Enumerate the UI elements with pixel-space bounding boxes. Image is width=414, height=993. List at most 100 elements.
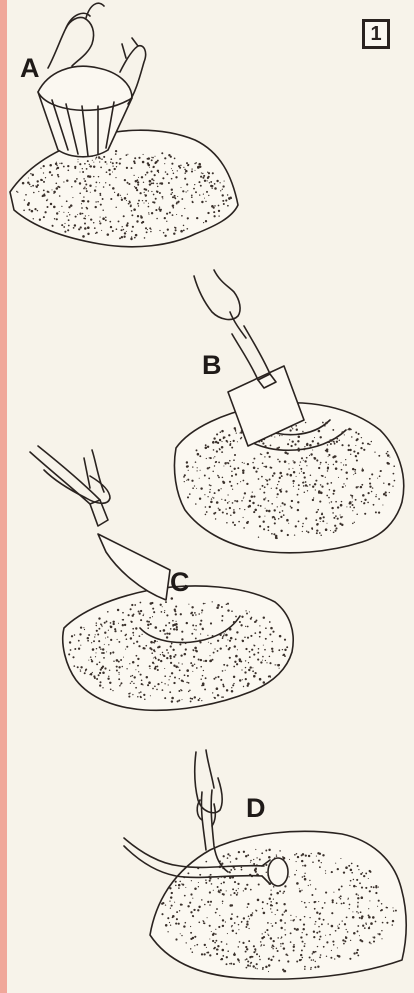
sand-dot: [95, 206, 97, 208]
sand-dot: [268, 849, 270, 851]
sand-dot: [235, 430, 236, 431]
sand-dot: [260, 505, 262, 507]
sand-dot: [222, 185, 224, 187]
sand-dot: [174, 195, 176, 197]
sand-dot: [266, 510, 268, 512]
sand-dot: [369, 890, 371, 892]
sand-dot: [245, 626, 246, 627]
sand-dot: [236, 432, 237, 433]
sand-dot: [275, 537, 278, 540]
sand-dot: [166, 173, 168, 175]
sand-dot: [275, 664, 276, 665]
sand-dot: [232, 930, 234, 932]
sand-dot: [95, 634, 96, 635]
sand-dot: [183, 476, 185, 478]
sand-dot: [113, 661, 114, 662]
sand-dot: [143, 647, 145, 649]
sand-dot: [381, 930, 382, 931]
sand-dot: [252, 491, 253, 492]
sand-dot: [191, 480, 193, 482]
sand-dot: [327, 523, 328, 524]
sand-dot: [112, 162, 114, 164]
sand-dot: [131, 236, 132, 237]
sand-dot: [239, 432, 240, 433]
sand-dot: [214, 648, 215, 649]
sand-dot: [106, 651, 107, 652]
sand-dot: [180, 230, 183, 233]
sand-dot: [99, 672, 101, 674]
sand-dot: [243, 917, 245, 919]
sand-dot: [203, 670, 204, 671]
sand-dot: [98, 640, 100, 642]
sand-dot: [288, 523, 289, 524]
sand-dot: [187, 465, 189, 467]
sand-dot: [226, 645, 228, 647]
sand-dot: [241, 669, 242, 670]
sand-dot: [312, 440, 314, 442]
sand-dot: [276, 902, 278, 904]
sand-dot: [204, 198, 205, 199]
sand-dot: [164, 157, 166, 159]
sand-dot: [369, 942, 371, 944]
sand-dot: [319, 913, 321, 915]
sand-dot: [304, 945, 306, 947]
sand-dot: [305, 854, 307, 856]
sand-dot: [241, 437, 243, 439]
sand-dot: [323, 919, 325, 921]
sand-dot: [227, 853, 229, 855]
sand-dot: [257, 968, 258, 969]
sand-dot: [32, 185, 34, 187]
sand-dot: [245, 667, 246, 668]
sand-dot: [312, 486, 314, 488]
sand-dot: [333, 493, 335, 495]
sand-dot: [126, 646, 128, 648]
sand-dot: [134, 157, 136, 159]
sand-dot: [222, 696, 224, 698]
sand-dot: [223, 465, 224, 466]
sand-dot: [201, 609, 203, 611]
sand-dot: [102, 626, 103, 627]
sand-dot: [292, 440, 294, 442]
sand-dot: [269, 958, 270, 959]
sand-dot: [149, 665, 151, 667]
sand-dot: [120, 630, 122, 632]
sand-dot: [318, 467, 320, 469]
sand-dot: [230, 197, 232, 199]
sand-dot: [78, 159, 79, 160]
sand-dot: [303, 460, 304, 461]
sand-dot: [240, 481, 241, 482]
sand-dot: [333, 531, 335, 533]
sand-dot: [313, 457, 314, 458]
sand-dot: [84, 180, 86, 182]
sand-dot: [327, 468, 329, 470]
sand-dot: [316, 912, 318, 914]
sand-dot: [203, 222, 204, 223]
sand-dot: [253, 951, 255, 953]
sand-dot: [199, 181, 201, 183]
sand-dot: [334, 958, 335, 959]
sand-dot: [203, 175, 205, 177]
sand-dot: [176, 918, 178, 920]
sand-dot: [374, 451, 375, 452]
sand-dot: [297, 494, 299, 496]
sand-dot: [250, 914, 253, 917]
sand-dot: [129, 692, 130, 693]
sand-dot: [301, 471, 302, 472]
sand-dot: [299, 473, 300, 474]
sand-dot: [271, 503, 273, 505]
sand-dot: [22, 182, 25, 185]
sand-dot: [229, 657, 231, 659]
sand-dot: [16, 191, 17, 192]
sand-dot: [339, 440, 340, 441]
sand-dot: [221, 696, 222, 697]
sand-dot: [272, 651, 274, 653]
sand-dot: [172, 207, 174, 209]
sand-dot: [112, 690, 113, 691]
sand-dot: [362, 925, 364, 927]
sand-dot: [118, 678, 120, 680]
sand-dot: [188, 682, 190, 684]
sand-dot: [334, 525, 336, 527]
sand-dot: [34, 208, 36, 210]
sand-dot: [367, 502, 369, 504]
sand-dot: [284, 929, 285, 930]
